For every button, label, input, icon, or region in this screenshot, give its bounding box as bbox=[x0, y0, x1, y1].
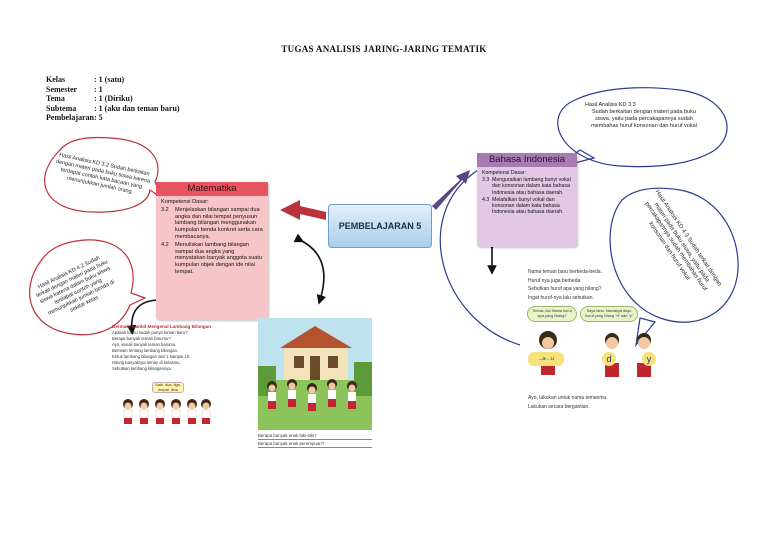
meta-pembelajaran: Pembelajaran: 5 bbox=[46, 113, 180, 123]
illus-right-speech-left: Tomas, Ani Nama huruf apa yang hilang? bbox=[527, 306, 577, 322]
illus-left-line: Ketuk lambang bilangan dari 1 sampai 10. bbox=[112, 354, 191, 359]
meta-label: Subtema bbox=[46, 103, 77, 113]
illus-right-text: Nama teman baru berbeda-beda. Huruf nya … bbox=[528, 268, 678, 302]
illus-left-line: Ayo, kenali banyak teman barumu. bbox=[112, 342, 177, 347]
kd-number: 3.3 bbox=[482, 177, 490, 184]
meta-value: : 1 (Diriku) bbox=[94, 94, 133, 103]
meta-subtema: Subtema : 1 (aku dan teman baru) bbox=[46, 104, 180, 114]
illus-left-line: Bermain tentang lambang bilangan. bbox=[112, 348, 179, 353]
matematika-kd-item: 4.2 Menuliskan lambang bilangan sampai du… bbox=[161, 242, 263, 276]
bubble-bi-kd33-title: Hasil Analisis KD 3.3 bbox=[585, 102, 636, 108]
illus-mid-line: Berapa banyak anak laki-laki? bbox=[258, 432, 372, 440]
illus-right-footer: Ayo, lakukan untuk nama temanmu. Lakukan… bbox=[528, 394, 678, 411]
meta-value: : 1 bbox=[94, 84, 103, 94]
illus-left-heading: Bermain sambil Mengenal Lambang Bilangan bbox=[112, 324, 212, 329]
illus-right-girl-speech: ...a-...u bbox=[528, 352, 564, 366]
bahasa-title: Bahasa Indonesia bbox=[477, 153, 577, 167]
illus-left-speech: Satu, dua, tiga, empat, lima bbox=[152, 382, 184, 394]
illus-left-line: Berapa banyak teman barumu? bbox=[112, 336, 171, 341]
arrow-to-bahasa bbox=[432, 170, 470, 210]
meta-value: : 1 (satu) bbox=[94, 75, 125, 84]
bubble-mat-kd32-shape bbox=[44, 136, 164, 213]
illus-right-footer-line: Lakukan secara bergantian. bbox=[528, 403, 590, 410]
pembelajaran-node: PEMBELAJARAN 5 bbox=[328, 204, 432, 248]
meta-block: Kelas : 1 (satu) Semester : 1 Tema : 1 (Dir… bbox=[46, 75, 180, 123]
matematika-kd-item: 3.2 Menjelaskan bilangan sampai dua angka… bbox=[161, 207, 263, 241]
kd-text: Melafalkan bunyi vokal dan konsonan dala… bbox=[492, 196, 564, 216]
illus-mid-line: Berapa banyak anak perempuan? bbox=[258, 440, 372, 448]
document-title: TUGAS ANALISIS JARING-JARING TEMATIK bbox=[281, 44, 487, 54]
bubble-bi-kd33-text: Sudah berkaitan dengan materi pada buku … bbox=[591, 109, 697, 129]
matematika-body: Kompetensi Dasar: 3.2 Menjelaskan bilanga… bbox=[156, 196, 268, 279]
kd-number: 4.3 bbox=[482, 196, 490, 203]
matematika-title: Matematika bbox=[156, 182, 268, 196]
children-left-illustration bbox=[123, 399, 211, 424]
illus-left-line: Sebutkan lambang bilangannya. bbox=[112, 366, 172, 371]
bubble-bi-kd43-shape bbox=[609, 187, 739, 348]
arrow-mat-to-illus-mid bbox=[293, 233, 327, 305]
illus-right-line: Sebutkan huruf apa yang hilang? bbox=[528, 286, 602, 292]
meta-value: : 1 (aku dan teman baru) bbox=[94, 103, 180, 113]
illus-right-footer-line: Ayo, lakukan untuk nama temanmu. bbox=[528, 395, 608, 401]
meta-label: Semester bbox=[46, 84, 78, 94]
kd-text: Menjelaskan bilangan sampai dua angka da… bbox=[175, 206, 263, 240]
illus-mid-caption: Berapa banyak anak laki-laki? Berapa ban… bbox=[258, 432, 372, 448]
kd-text: Menguraikan lambang bunyi vokal dan kons… bbox=[492, 177, 571, 196]
meta-tema: Tema : 1 (Diriku) bbox=[46, 94, 180, 104]
illus-right-line: Nama teman baru berbeda-beda. bbox=[528, 269, 602, 275]
illus-right-speech-right: Saya tahu. Namanya dayu huruf yang hilan… bbox=[580, 306, 638, 322]
kd-number: 4.2 bbox=[161, 241, 169, 248]
meta-value: : 5 bbox=[94, 113, 103, 122]
illus-right-letter-y: y bbox=[642, 352, 656, 366]
kd-number: 3.2 bbox=[161, 206, 169, 213]
illus-left: Bermain sambil Mengenal Lambang Bilangan… bbox=[112, 323, 222, 433]
arrow-mat-to-illus-left bbox=[126, 299, 161, 335]
illus-left-line: Apakah kamu sudah punya teman baru? bbox=[112, 330, 188, 335]
bubble-bi-kd33: Hasil Analisis KD 3.3 Sudah berkaitan de… bbox=[585, 102, 703, 130]
matematika-card: Matematika Kompetensi Dasar: 3.2 Menjelas… bbox=[156, 182, 268, 320]
kd-text: Menuliskan lambang bilangan sampai dua a… bbox=[175, 241, 263, 275]
illus-right-letter-d: d bbox=[602, 352, 616, 366]
bahasa-subtitle: Kompetensi Dasar: bbox=[482, 170, 527, 176]
illus-right-line: Ingat huruf-nya lalu sebutkan. bbox=[528, 294, 594, 301]
meta-semester: Semester : 1 bbox=[46, 85, 180, 95]
meta-label: Kelas bbox=[46, 75, 66, 84]
arrow-to-matematika bbox=[280, 200, 326, 220]
matematika-subtitle: Kompetensi Dasar: bbox=[161, 199, 209, 205]
curve-line bbox=[439, 169, 521, 346]
bubble-mat-kd42-shape bbox=[29, 239, 147, 336]
illus-left-line: Hitung banyaknya teman di kelasmu. bbox=[112, 360, 181, 365]
meta-label: Pembelajaran bbox=[46, 113, 94, 122]
school-illustration bbox=[258, 318, 372, 430]
meta-kelas: Kelas : 1 (satu) bbox=[46, 75, 180, 85]
illus-right-line: Huruf nya juga berbeda. bbox=[528, 277, 582, 284]
meta-label: Tema bbox=[46, 94, 65, 103]
